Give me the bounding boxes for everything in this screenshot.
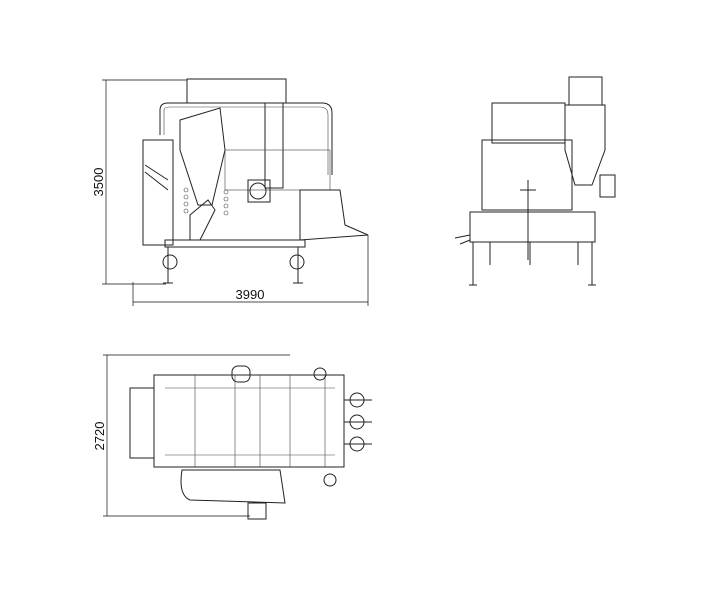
upper-housing <box>491 102 566 144</box>
side-view <box>454 76 616 286</box>
screen-body <box>481 139 573 211</box>
wheel-right <box>289 254 305 270</box>
lever <box>520 180 536 260</box>
height-dimension-line <box>102 79 187 285</box>
side-cyclone <box>564 104 606 186</box>
top-view <box>129 365 372 520</box>
top-body <box>153 374 345 468</box>
outlet-trough <box>299 189 369 241</box>
depth-label: 2720 <box>92 422 107 451</box>
top-motor <box>231 365 251 383</box>
inlet-box <box>129 387 155 459</box>
fan-box <box>568 76 603 106</box>
front-view <box>142 78 369 284</box>
pipe-frame <box>159 102 333 175</box>
width-dimension-line <box>132 235 369 306</box>
base-frame <box>164 239 306 248</box>
top-hopper-box <box>186 78 287 104</box>
outlet-top <box>313 367 327 381</box>
cyclone-outlet <box>247 502 267 520</box>
top-dimensions: 2720 <box>92 354 290 517</box>
motor-housing <box>247 179 271 203</box>
cyclone-left <box>179 107 226 206</box>
width-label: 3990 <box>236 287 265 302</box>
height-label: 3500 <box>91 168 106 197</box>
outlet-bottom <box>323 473 337 487</box>
discharge-chute <box>189 199 216 241</box>
side-frame <box>142 139 174 246</box>
motor-pulley <box>249 182 267 200</box>
side-base <box>469 211 596 243</box>
side-outlet <box>599 174 616 198</box>
wheel-left <box>162 254 178 270</box>
front-dimensions: 3500 3990 <box>91 79 369 306</box>
elevator-column <box>264 102 284 189</box>
top-cyclone <box>180 469 286 504</box>
depth-dimension-line <box>103 354 290 517</box>
